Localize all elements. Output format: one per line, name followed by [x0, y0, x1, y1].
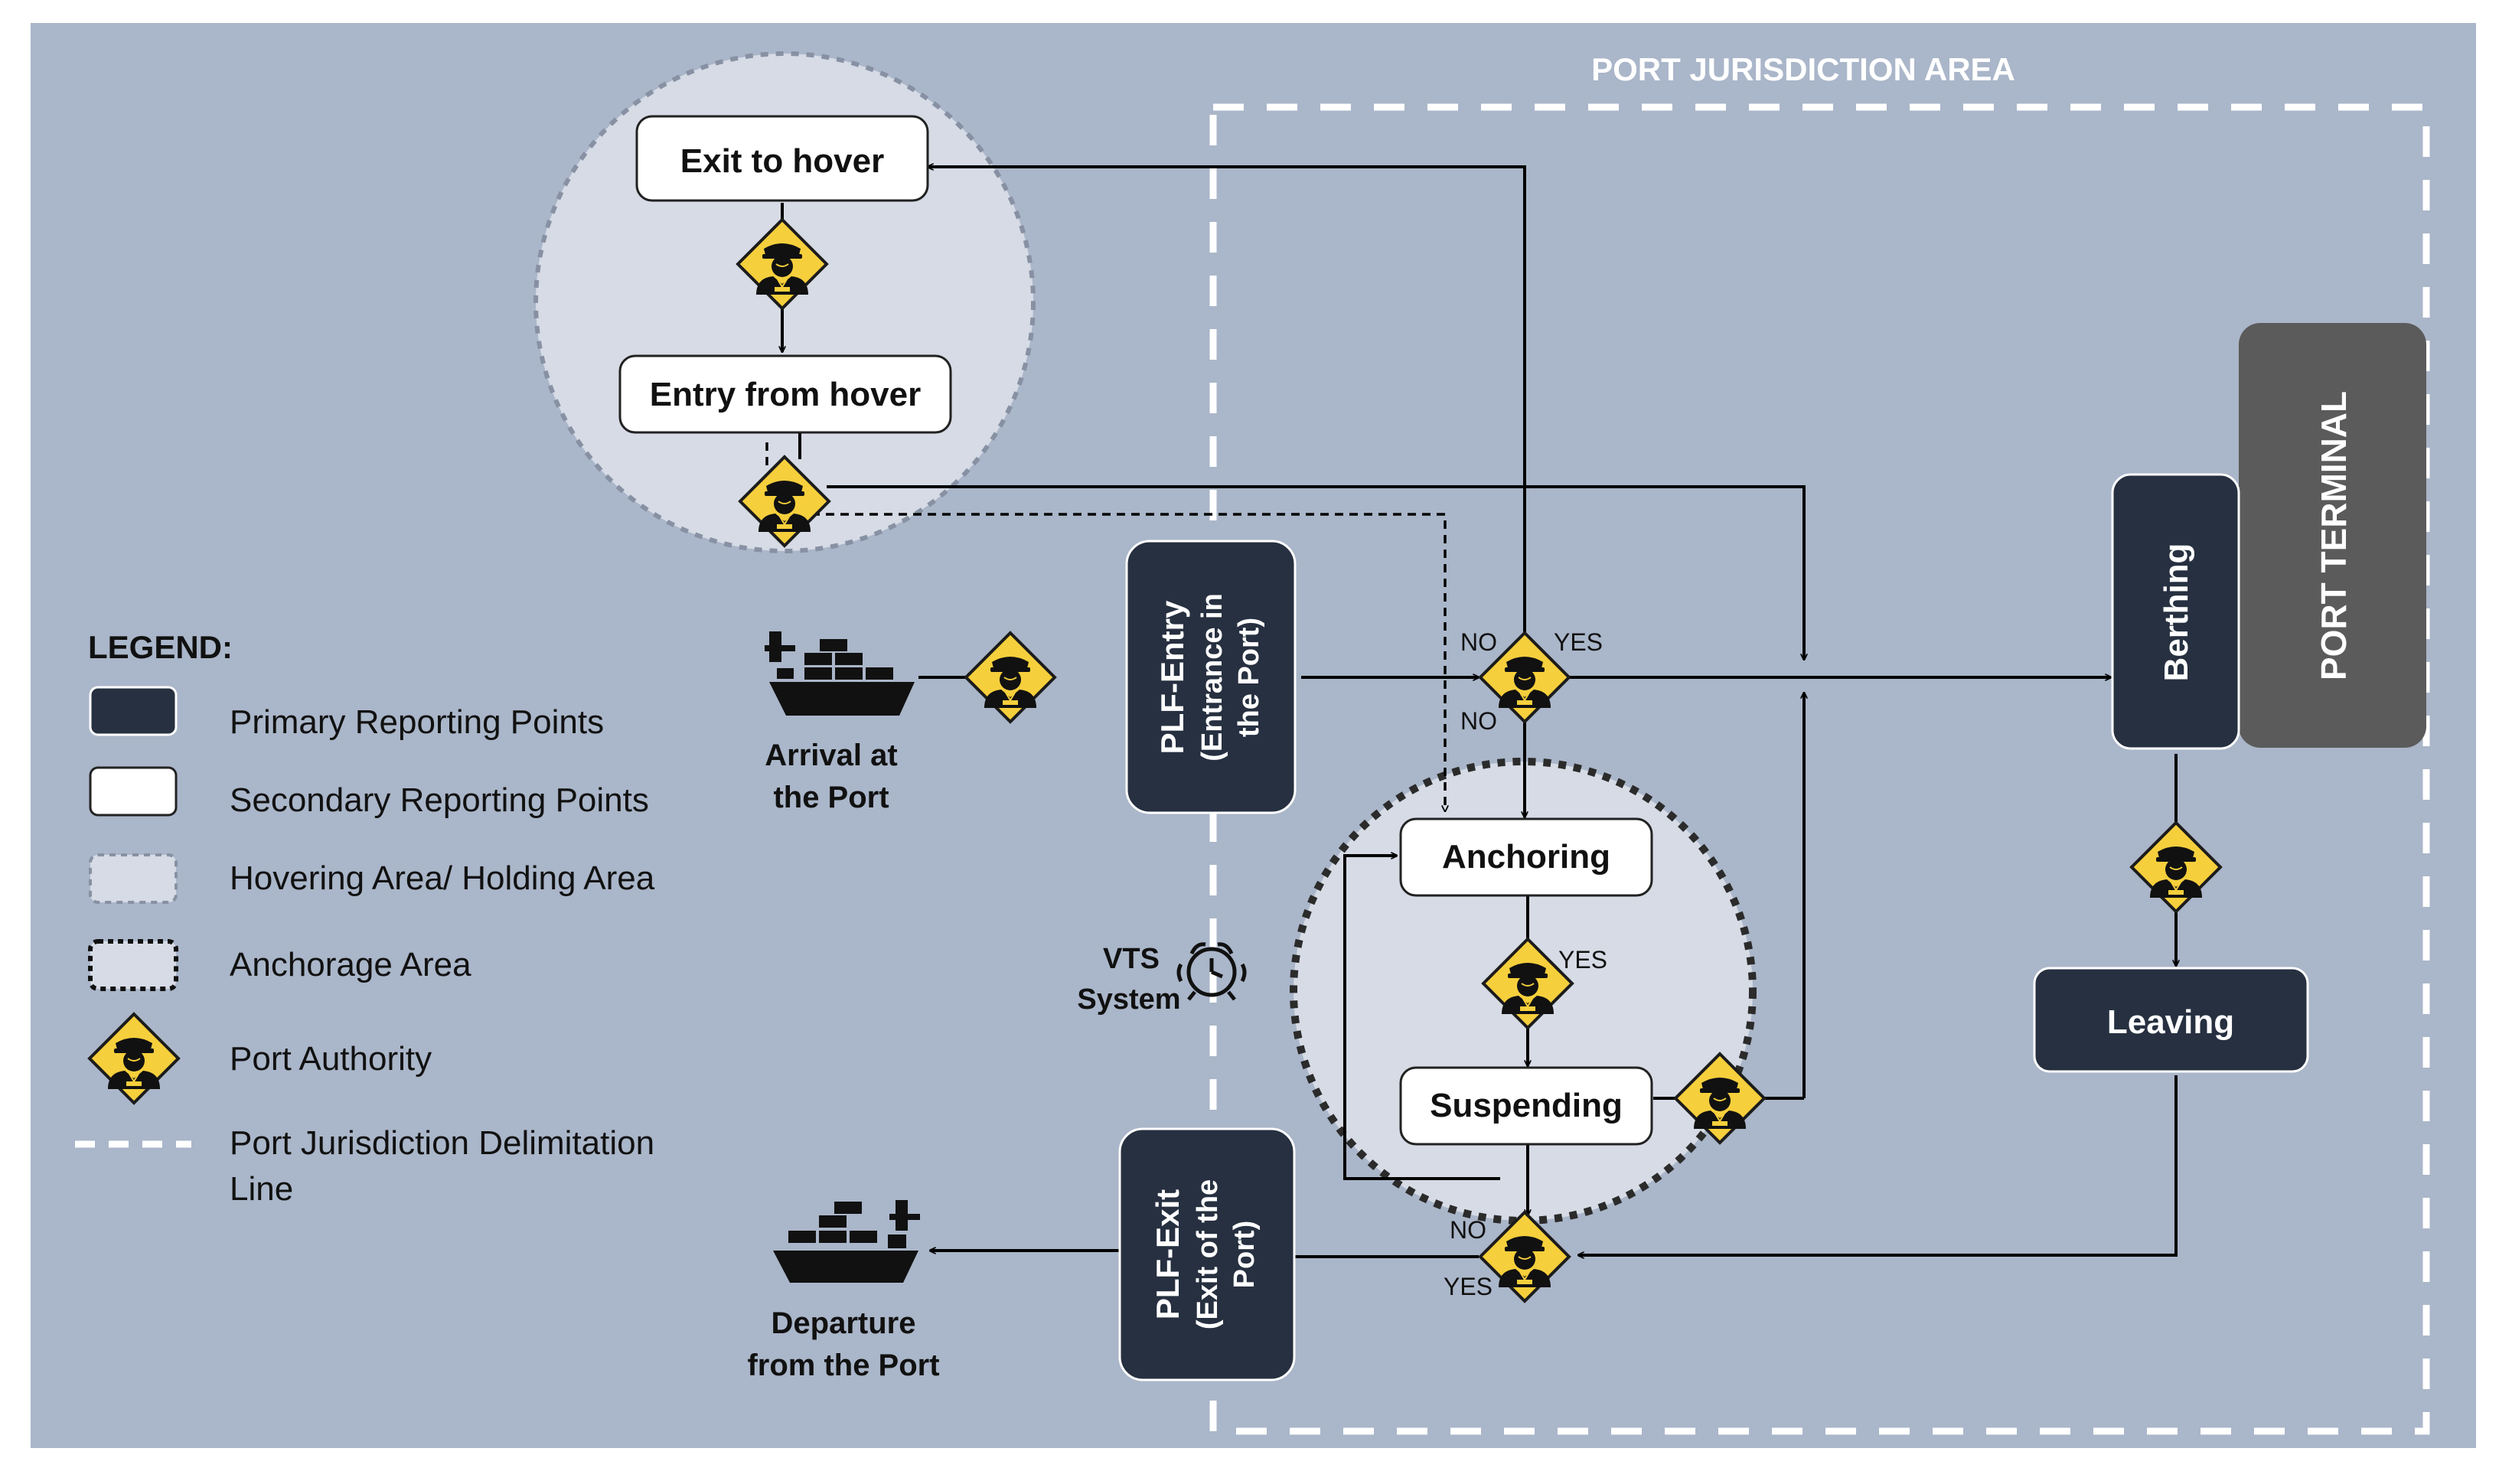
leaving-box: [2033, 967, 2309, 1073]
legend: LEGEND: Primary Reporting Points Seconda…: [75, 629, 655, 1208]
legend-hovering-swatch: [89, 853, 178, 904]
entry-from-hover-label: Entry from hover: [650, 376, 922, 413]
arrow-decision-to-exit-hover: [928, 167, 1526, 634]
legend-primary-label: Primary Reporting Points: [230, 703, 604, 741]
legend-title: LEGEND:: [88, 629, 233, 665]
leaving-label: Leaving: [2107, 1003, 2234, 1041]
berthing-box: [2111, 473, 2240, 750]
cargo-ship-icon: [773, 1200, 920, 1283]
legend-authority-label: Port Authority: [230, 1040, 432, 1078]
legend-hovering-label: Hovering Area/ Holding Area: [230, 859, 655, 897]
berthing-label: Berthing: [2158, 543, 2195, 682]
arrow-hover-to-berthing-line: [827, 485, 1804, 660]
dashed-hover-to-anchoring: [811, 513, 1445, 811]
arrival-label-1: Arrival at: [765, 739, 897, 772]
plf-entry-title: PLF-Entry: [1154, 600, 1190, 754]
jurisdiction-title: PORT JURISDICTION AREA: [1591, 51, 2015, 87]
anchoring-box: [1399, 817, 1653, 897]
legend-primary-swatch: [89, 686, 178, 736]
arrow-leaving-to-exit-decision: [1578, 1075, 2178, 1255]
suspending-box: [1399, 1066, 1653, 1146]
decision-exit-yes: YES: [1444, 1273, 1493, 1300]
vts-label-2: System: [1077, 983, 1180, 1016]
plf-entry-box: [1125, 540, 1297, 814]
anchoring-label: Anchoring: [1442, 838, 1610, 876]
decision-entry-yes: YES: [1554, 628, 1603, 656]
plf-exit-subtitle-2: Port): [1228, 1221, 1261, 1289]
plf-exit-title: PLF-Exit: [1150, 1189, 1186, 1319]
legend-delimitation-label-2: Line: [230, 1170, 293, 1208]
cargo-ship-icon: [765, 631, 915, 716]
plf-exit-box: [1118, 1127, 1296, 1381]
legend-anchorage-label: Anchorage Area: [230, 946, 471, 983]
port-terminal: [2239, 323, 2426, 748]
dashed-connectors: [765, 442, 1445, 811]
arrow-loop-to-anchoring: [1343, 856, 1500, 1180]
exit-to-hover-box: [635, 115, 929, 202]
alarm-clock-icon: [1176, 942, 1247, 1001]
entry-from-hover-box: [618, 354, 952, 434]
exit-to-hover-label: Exit to hover: [680, 142, 885, 180]
vts-label-1: VTS: [1103, 943, 1160, 975]
plf-entry-subtitle-1: (Entrance in: [1196, 593, 1228, 762]
arrival-label-2: the Port: [773, 781, 889, 814]
anchoring-yes: YES: [1558, 946, 1607, 974]
legend-anchorage-swatch: [88, 939, 178, 991]
suspending-label: Suspending: [1430, 1087, 1623, 1124]
plf-exit-subtitle-1: (Exit of the: [1192, 1179, 1224, 1329]
departure-label-2: from the Port: [747, 1349, 939, 1382]
legend-delimitation-label-1: Port Jurisdiction Delimitation: [230, 1124, 654, 1162]
port-terminal-label: PORT TERMINAL: [2314, 391, 2354, 680]
legend-secondary-swatch: [89, 766, 178, 817]
decision-entry-no-down: NO: [1460, 707, 1497, 735]
decision-entry-no-left: NO: [1460, 628, 1497, 656]
plf-entry-subtitle-2: the Port): [1233, 618, 1265, 737]
departure-label-1: Departure: [772, 1306, 916, 1340]
legend-secondary-label: Secondary Reporting Points: [230, 781, 649, 819]
decision-exit-no: NO: [1450, 1216, 1486, 1244]
connectors: [782, 167, 2176, 1257]
